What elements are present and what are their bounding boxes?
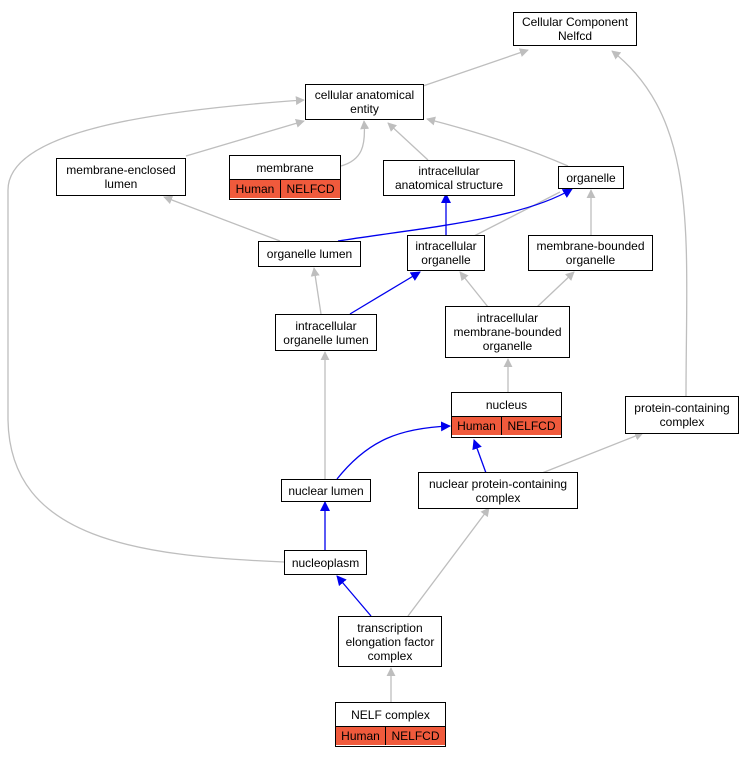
node-nuclear-lumen[interactable]: nuclear lumen	[281, 479, 371, 502]
node-transcription-elongation-factor-complex[interactable]: transcription elongation factor complex	[338, 616, 442, 667]
edge-organelle-to-cae	[426, 116, 569, 167]
node-label: intracellular membrane-bounded organelle	[453, 311, 562, 353]
node-label: nuclear protein-containing complex	[428, 476, 568, 505]
node-label: intracellular organelle	[415, 239, 477, 267]
node-protein-containing-complex[interactable]: protein-containing complex	[625, 396, 739, 434]
node-label: membrane-enclosed lumen	[66, 163, 176, 191]
annotation-species: Human	[341, 729, 380, 743]
edge-tefc-to-npcc	[407, 507, 490, 617]
edge-cae-to-cc	[422, 48, 529, 87]
node-organelle[interactable]: organelle	[558, 166, 624, 189]
edge-npcc-to-nucleus	[472, 439, 487, 474]
edge-nucleoplasm-to-cae	[7, 96, 305, 563]
node-nuclear-protein-containing-complex[interactable]: nuclear protein-containing complex	[418, 472, 578, 509]
node-label: transcription elongation factor complex	[345, 620, 435, 663]
node-label: membrane-bounded organelle	[536, 239, 645, 267]
node-intracellular-organelle-lumen[interactable]: intracellular organelle lumen	[275, 314, 377, 351]
node-label: intracellular organelle lumen	[283, 318, 369, 347]
node-label: organelle	[566, 170, 616, 185]
node-nucleus[interactable]: nucleus Human NELFCD	[451, 392, 562, 438]
edge-orglumen-to-organelle	[337, 188, 573, 242]
annotation-gene: NELFCD	[385, 727, 445, 745]
node-intracellular-organelle[interactable]: intracellular organelle	[407, 235, 485, 271]
node-cellular-anatomical-entity[interactable]: cellular anatomical entity	[305, 84, 424, 120]
node-nelf-complex[interactable]: NELF complex Human NELFCD	[335, 702, 446, 747]
node-intracellular-anatomical-structure[interactable]: intracellular anatomical structure	[383, 160, 515, 196]
node-intracellular-membrane-bounded-organelle[interactable]: intracellular membrane-bounded organelle	[445, 306, 570, 358]
edge-tefc-to-nucleoplasm	[336, 575, 372, 617]
node-label: membrane	[256, 160, 314, 175]
edge-nuclumen-to-nucleus	[336, 421, 451, 480]
annotation-gene: NELFCD	[280, 180, 340, 198]
edge-pcc-to-cc	[611, 50, 688, 397]
edge-orglumen-to-mel	[163, 195, 281, 242]
edge-icorglumen-to-orglumen	[310, 267, 322, 315]
node-label: nucleus	[485, 397, 528, 412]
edge-ias-to-cae	[387, 122, 429, 161]
edge-mel-to-cae	[185, 118, 305, 157]
node-label: Cellular Component Nelfcd	[521, 15, 629, 43]
edge-npcc-to-pcc	[541, 431, 644, 474]
annotation-row: Human NELFCD	[452, 416, 561, 435]
node-label: organelle lumen	[266, 247, 353, 261]
edge-membrane-to-cae	[340, 120, 370, 167]
edge-icorg-to-organelle	[473, 191, 561, 237]
node-organelle-lumen[interactable]: organelle lumen	[258, 241, 361, 267]
node-label: cellular anatomical entity	[314, 88, 415, 116]
node-membrane[interactable]: membrane Human NELFCD	[229, 155, 341, 200]
annotation-gene: NELFCD	[501, 417, 561, 435]
node-label: protein-containing complex	[634, 401, 730, 429]
annotation-species: Human	[457, 419, 496, 433]
edge-icorglumen-to-icorg	[349, 271, 421, 315]
edge-imborg-to-icorg	[459, 271, 489, 308]
node-cellular-component-nelfcd[interactable]: Cellular Component Nelfcd	[513, 12, 637, 46]
node-label: nuclear lumen	[288, 483, 364, 498]
node-nucleoplasm[interactable]: nucleoplasm	[284, 550, 367, 575]
annotation-row: Human NELFCD	[230, 179, 340, 198]
edge-imborg-to-mborg	[536, 271, 575, 308]
node-label: nucleoplasm	[291, 555, 360, 570]
node-label: NELF complex	[351, 707, 430, 722]
annotation-row: Human NELFCD	[336, 726, 445, 745]
annotation-species: Human	[235, 182, 275, 196]
node-membrane-enclosed-lumen[interactable]: membrane-enclosed lumen	[56, 158, 186, 196]
node-label: intracellular anatomical structure	[394, 164, 504, 192]
node-membrane-bounded-organelle[interactable]: membrane-bounded organelle	[528, 235, 653, 271]
